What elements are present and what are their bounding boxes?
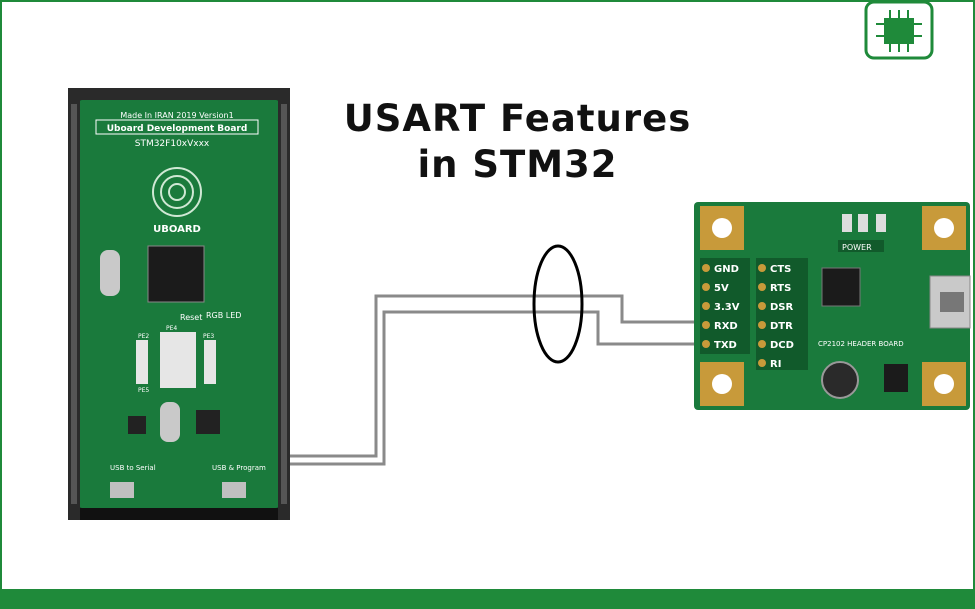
pin-dcd: DCD: [770, 340, 794, 351]
board-made-in-label: Made In IRAN 2019 Version1: [120, 111, 233, 120]
power-label: POWER: [842, 243, 872, 252]
slide-title: USART Features in STM32: [330, 96, 705, 188]
pin-rxd: RXD: [714, 321, 738, 332]
board-brand-label: UBOARD: [153, 224, 201, 235]
usb-program-port-icon: [222, 482, 246, 498]
pin-ri: RI: [770, 359, 781, 370]
title-line-1: USART Features: [343, 97, 692, 140]
pin-cts: CTS: [770, 264, 791, 275]
pin-dsr: DSR: [770, 302, 794, 313]
pin-label-pe4: PE4: [166, 325, 177, 332]
usb-program-label: USB & Program: [212, 464, 266, 472]
pin-gnd: GND: [714, 264, 739, 275]
header-board-label: CP2102 HEADER BOARD: [818, 340, 904, 348]
wire-tx: [290, 310, 694, 466]
uboard-logo-icon: [152, 167, 202, 217]
pin-label-pe3: PE3: [203, 333, 214, 340]
pin-txd: TXD: [714, 340, 737, 351]
usb-serial-label: USB to Serial: [110, 464, 156, 472]
pin-label-pe5: PE5: [138, 387, 149, 394]
stm32-board: Made In IRAN 2019 Version1 Uboard Develo…: [68, 88, 290, 520]
pin-label-pe2: PE2: [138, 333, 149, 340]
chip-logo-icon: [864, 0, 934, 60]
rgb-led-label: RGB LED: [206, 311, 241, 320]
title-line-2: in STM32: [417, 143, 618, 186]
pin-3v3: 3.3V: [714, 302, 740, 313]
cp2102-chip: [821, 267, 861, 307]
footer-band: [0, 589, 975, 609]
usb-serial-board: GND 5V 3.3V RXD TXD CTS RTS DSR DTR DCD …: [694, 202, 971, 410]
wire-rx: [290, 294, 694, 458]
board-name-label: Uboard Development Board: [107, 124, 248, 134]
mounting-holes: [700, 206, 966, 406]
pin-dtr: DTR: [770, 321, 793, 332]
serial-wires: [290, 294, 694, 466]
board-model-label: STM32F10xVxxx: [135, 139, 210, 149]
pin-5v: 5V: [714, 283, 729, 294]
reset-label: Reset: [180, 313, 202, 322]
wire-highlight-ellipse: [532, 244, 584, 364]
pin-rts: RTS: [770, 283, 791, 294]
mcu-chip: [147, 245, 205, 303]
usb-serial-port-icon: [110, 482, 134, 498]
capacitor: [821, 361, 859, 399]
